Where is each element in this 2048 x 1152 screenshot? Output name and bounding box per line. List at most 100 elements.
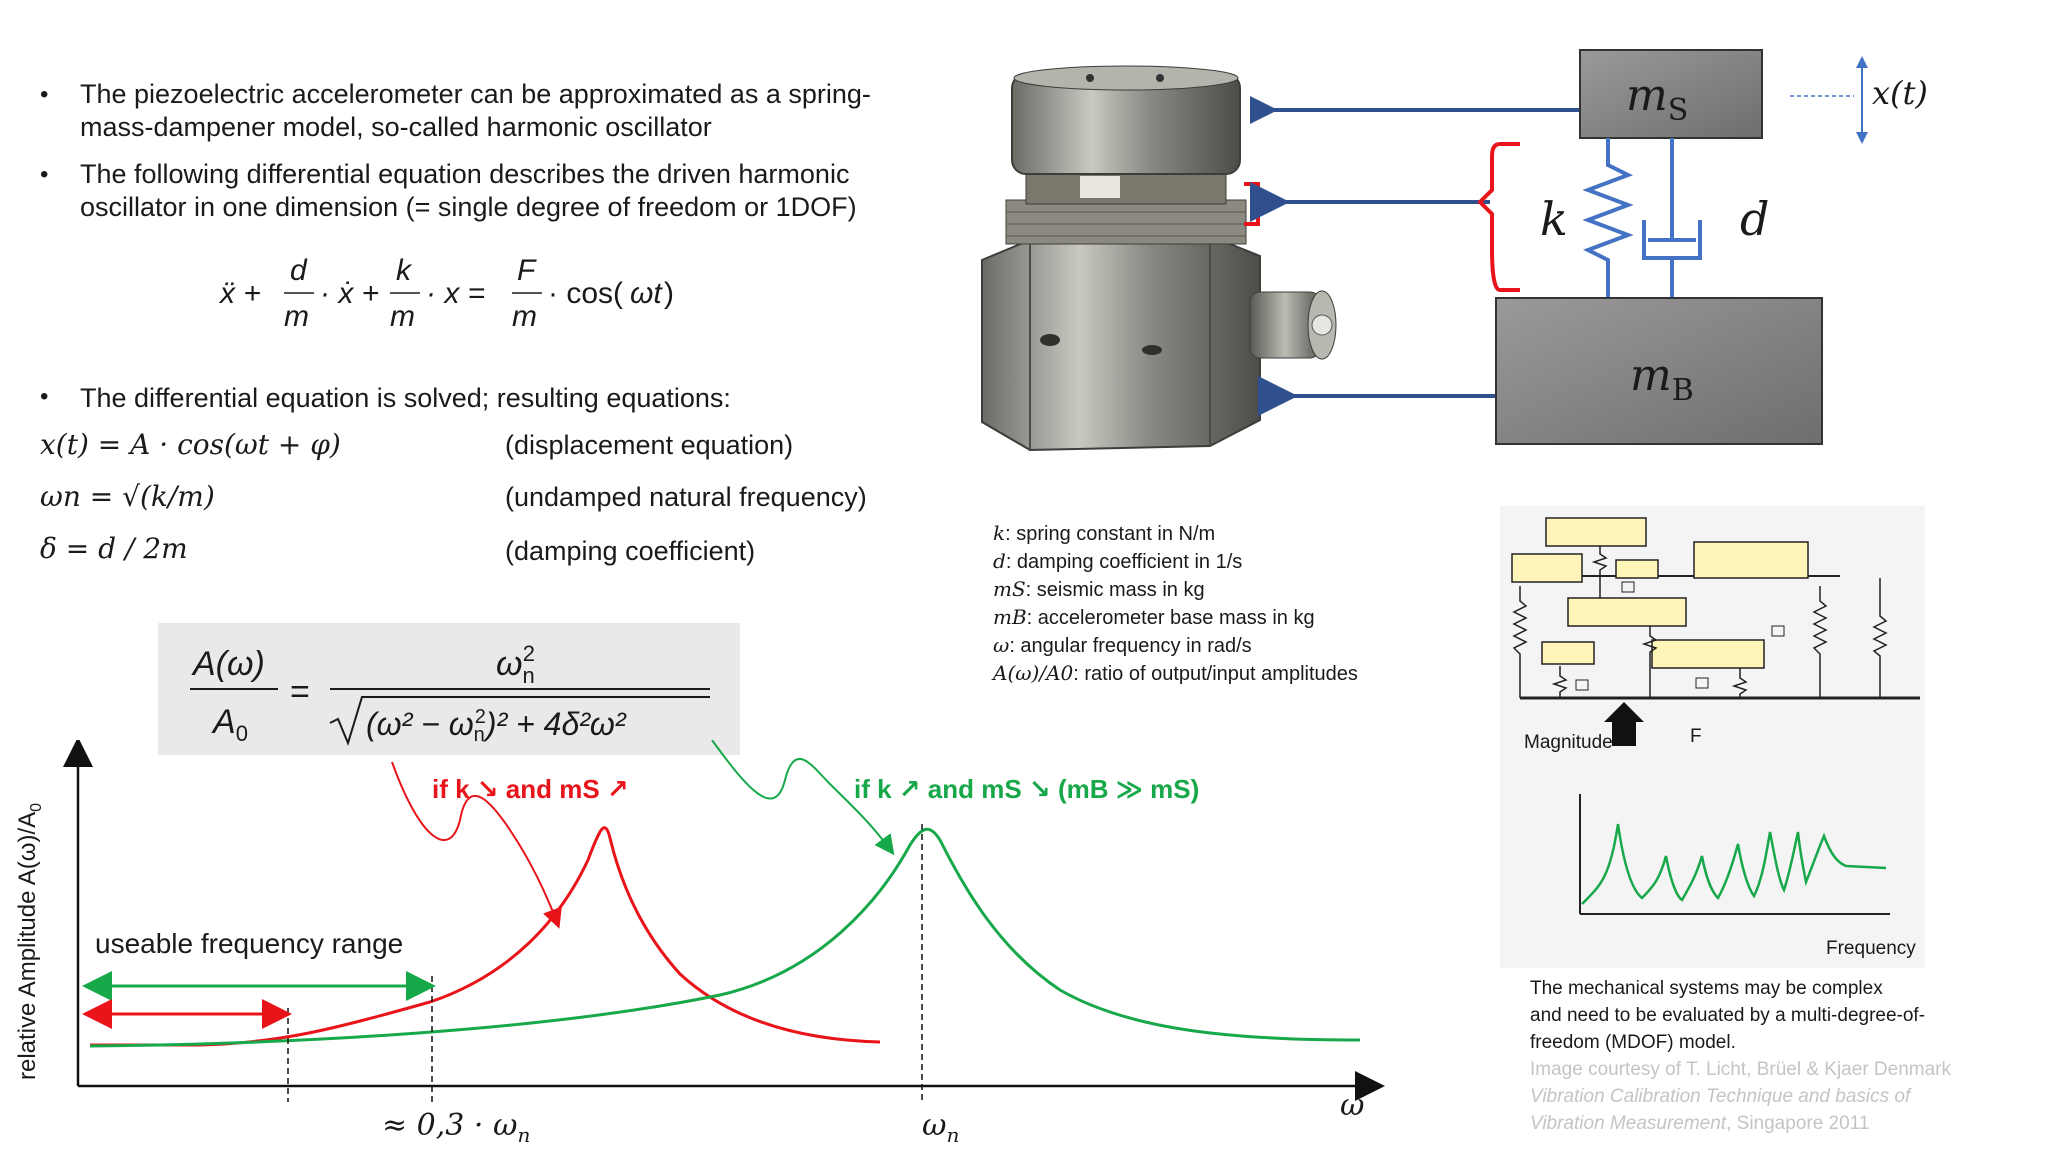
green-response-curve <box>89 827 1361 1048</box>
differential-equation: ẍ + d m · ẋ + k m · x = F m · cos( ωt ) <box>218 254 674 333</box>
y-axis-label-sub: 0 <box>27 802 45 812</box>
mdof-magnitude-curve <box>1581 823 1887 905</box>
svg-text:m: m <box>390 300 415 333</box>
tick-n-sub: n <box>946 1123 960 1147</box>
mdof-frequency-label: Frequency <box>1826 938 1916 959</box>
bullet-1-text: The piezoelectric accelerometer can be a… <box>80 79 871 142</box>
bullet-3-wrap: The differential equation is solved; res… <box>38 383 918 414</box>
mdof-mass-7 <box>1651 639 1765 669</box>
natural-frequency-desc: (undamped natural frequency) <box>505 482 867 512</box>
mdof-force-label: F <box>1690 726 1702 747</box>
tick-omega-n: ωn <box>922 1108 959 1147</box>
svg-text:A(ω): A(ω) <box>191 645 265 683</box>
tick-n-text: ω <box>922 1108 947 1143</box>
mb-label: mB <box>1630 350 1694 408</box>
caption-line-1: The mechanical systems may be complex <box>1530 978 1883 999</box>
credit-line-2: Vibration Calibration Technique and basi… <box>1530 1086 1911 1107</box>
legend-d-text: : damping coefficient in 1/s <box>1005 551 1243 573</box>
x-axis-label: ω <box>1340 1088 1365 1123</box>
svg-text:m: m <box>512 300 537 333</box>
legend-ms-sym: mS <box>993 577 1026 601</box>
credit-line-3: Vibration Measurement, Singapore 2011 <box>1530 1110 2010 1137</box>
damper-d-label: d <box>1740 192 1770 246</box>
bullet-3-text: The differential equation is solved; res… <box>80 383 731 413</box>
svg-text:ωt: ωt <box>630 277 663 310</box>
mdof-figure <box>1500 506 1925 968</box>
svg-text:F: F <box>517 254 537 287</box>
caption-line-2: and need to be evaluated by a multi-degr… <box>1530 1005 1926 1026</box>
resonance-plot <box>63 740 1385 1102</box>
tick-03-sub: n <box>517 1123 531 1147</box>
caption-line-3: freedom (MDOF) model. <box>1530 1032 1736 1053</box>
svg-text:): ) <box>664 277 674 310</box>
svg-text:d: d <box>290 254 308 287</box>
bullet-1: The piezoelectric accelerometer can be a… <box>38 78 918 144</box>
svg-text:· cos(: · cos( <box>548 277 623 310</box>
legend-k-sym: k <box>993 521 1006 545</box>
mdof-magnitude-label: Magnitude <box>1524 732 1613 753</box>
mdof-mass-2 <box>1693 541 1809 579</box>
red-annotation-arrow <box>391 761 562 929</box>
svg-text:· x =: · x = <box>426 277 485 310</box>
tick-03-text: ≈ 0,3 · ω <box>382 1108 518 1143</box>
bullet-2-text: The following differential equation desc… <box>80 159 857 222</box>
damping-desc: (damping coefficient) <box>505 536 756 566</box>
bullet-3: The differential equation is solved; res… <box>38 383 918 414</box>
svg-text:m: m <box>284 300 309 333</box>
legend-d-sym: d <box>993 549 1006 573</box>
credit-place: , Singapore 2011 <box>1726 1113 1870 1134</box>
spring-mass-model <box>1250 49 1868 445</box>
tick-03-omega-n: ≈ 0,3 · ωn <box>382 1108 530 1147</box>
mb-symbol: m <box>1630 350 1672 401</box>
accelerometer-photo <box>981 65 1337 452</box>
mdof-mass-3 <box>1511 553 1583 583</box>
legend-mb: mB: accelerometer base mass in kg <box>993 604 1413 632</box>
spring-k-label: k <box>1540 192 1568 246</box>
svg-text:(ω² − ωn2)² + 4δ²ω²: (ω² − ωn2)² + 4δ²ω² <box>366 706 627 746</box>
y-axis-label-text: relative Amplitude A(ω)/A <box>14 811 41 1080</box>
symbol-legend: k: spring constant in N/m d: damping coe… <box>993 520 1413 688</box>
bullet-2: The following differential equation desc… <box>38 158 918 224</box>
green-condition-label: if k ↗ and mS ↘ (mB ≫ mS) <box>854 774 1200 804</box>
mdof-caption: The mechanical systems may be complex an… <box>1530 975 2010 1137</box>
credit-line-1: Image courtesy of T. Licht, Brüel & Kjae… <box>1530 1059 1951 1080</box>
red-condition-label: if k ↘ and mS ↗ <box>432 774 629 804</box>
legend-ratio: A(ω)/A0: ratio of output/input amplitude… <box>993 660 1413 688</box>
legend-omega-text: : angular frequency in rad/s <box>1009 635 1252 657</box>
green-annotation-arrow <box>711 740 895 856</box>
svg-text:· ẋ +: · ẋ + <box>320 277 379 310</box>
legend-mb-text: : accelerometer base mass in kg <box>1026 607 1315 629</box>
displacement-equation: x(t) = A · cos(ωt + φ) <box>40 428 341 461</box>
damping-equation: δ = d / 2m <box>40 532 188 565</box>
legend-ratio-text: : ratio of output/input amplitudes <box>1073 663 1358 685</box>
svg-text:ωn2: ωn2 <box>496 641 535 688</box>
mdof-mass-6 <box>1541 641 1595 665</box>
legend-mb-sym: mB <box>993 605 1027 629</box>
amplitude-equation: A(ω) A0 = ωn2 (ω² − ωn2)² + 4δ²ω² <box>190 641 710 746</box>
legend-ratio-sym: A(ω)/A0 <box>993 661 1074 685</box>
mb-sub: B <box>1671 372 1694 408</box>
legend-d: d: damping coefficient in 1/s <box>993 548 1413 576</box>
legend-ms-text: : seismic mass in kg <box>1025 579 1205 601</box>
legend-ms: mS: seismic mass in kg <box>993 576 1413 604</box>
svg-text:k: k <box>396 254 413 287</box>
legend-k: k: spring constant in N/m <box>993 520 1413 548</box>
displacement-desc: (displacement equation) <box>505 430 794 460</box>
legend-k-text: : spring constant in N/m <box>1005 523 1216 545</box>
legend-omega: ω: angular frequency in rad/s <box>993 632 1413 660</box>
mdof-mass-4 <box>1615 559 1659 579</box>
force-arrow-icon <box>1604 702 1644 746</box>
bullet-list: The piezoelectric accelerometer can be a… <box>38 78 918 238</box>
ms-label: mS <box>1626 70 1688 128</box>
xt-label: x(t) <box>1872 74 1928 112</box>
svg-text:=: = <box>290 673 310 711</box>
legend-omega-sym: ω <box>993 633 1010 657</box>
ms-symbol: m <box>1626 70 1668 121</box>
mdof-mass-1 <box>1545 517 1647 547</box>
ms-sub: S <box>1667 92 1689 128</box>
mdof-mass-5 <box>1567 597 1687 627</box>
credit-title: Vibration Measurement <box>1530 1113 1727 1134</box>
svg-text:ẍ +: ẍ + <box>218 277 261 310</box>
useable-range-label: useable frequency range <box>95 928 404 959</box>
natural-frequency-equation: ωn = √(k/m) <box>40 480 215 513</box>
